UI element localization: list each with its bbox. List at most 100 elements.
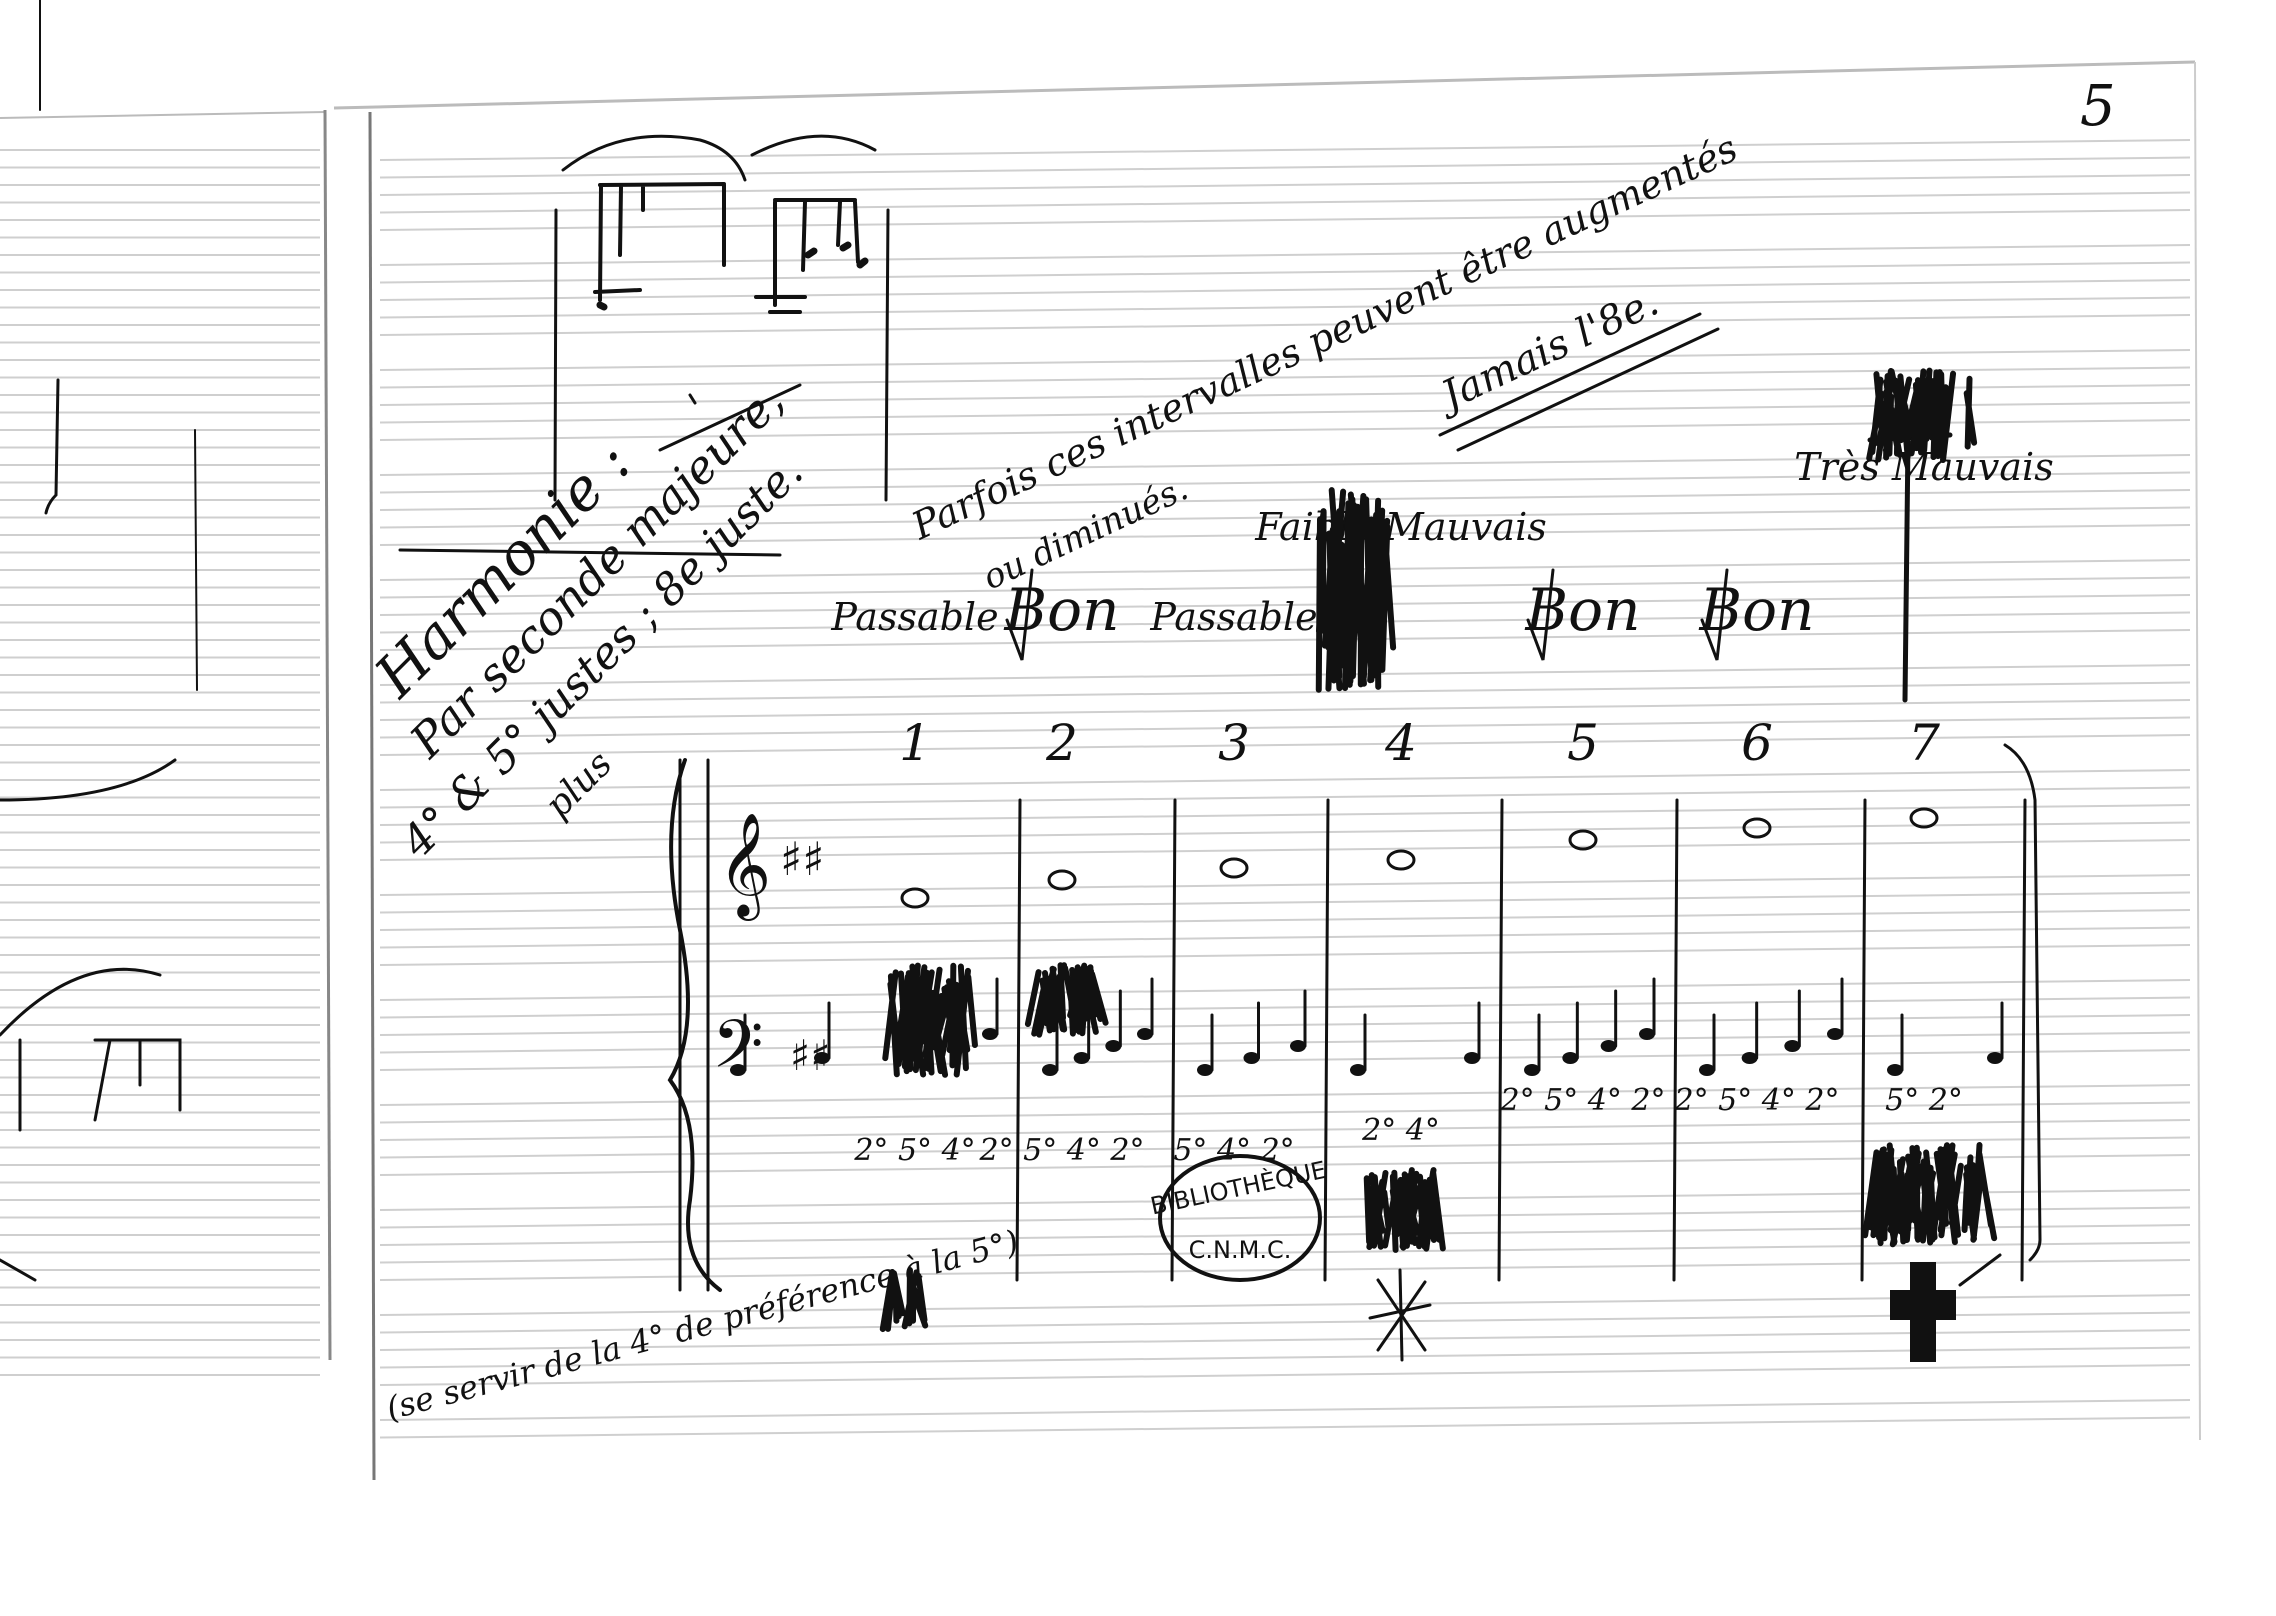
check-mark-icon [1005, 568, 1034, 661]
quarter-note [1784, 1040, 1801, 1052]
ruled-line [379, 734, 2191, 756]
stamp-bottom-text: C.N.M.C. [1189, 1236, 1292, 1264]
interval-label: 5° 2° [1885, 1083, 1963, 1118]
interval-label: 2° 5° 4° 2° [979, 1133, 1145, 1168]
ruled-line [379, 314, 2191, 336]
ink-scribble [882, 962, 978, 1078]
quarter-note [1350, 1064, 1366, 1076]
treble-key-signature: ♯♯ [780, 832, 825, 886]
page-edge [0, 111, 326, 119]
ruled-line [379, 191, 2191, 214]
ruled-line [379, 261, 2191, 284]
interval-label: 2° 5° 4° 2° [1500, 1083, 1666, 1118]
ruled-line [379, 1101, 2191, 1124]
ruled-line [379, 139, 2191, 161]
ruled-line [379, 681, 2191, 704]
ruled-line [379, 786, 2191, 809]
ruled-line [379, 1014, 2191, 1036]
ruled-line [379, 804, 2191, 826]
ruled-line [379, 909, 2191, 931]
rating-label: Passable [1149, 595, 1317, 639]
ruled-line [379, 664, 2191, 686]
barline [1672, 798, 1679, 1282]
ruled-staff-lines [379, 139, 2191, 1439]
ruled-line [379, 926, 2191, 949]
rating-label: Bon [1699, 576, 1815, 644]
whole-note [1047, 869, 1077, 891]
quarter-note [1243, 1052, 1260, 1064]
ruled-line [379, 1136, 2191, 1159]
left-ruled-lines [0, 149, 320, 1376]
ink-scribble [879, 1267, 929, 1333]
quarter-note [1042, 1064, 1058, 1076]
quarter-note [1741, 1052, 1758, 1064]
measure-number: 7 [1908, 714, 1940, 772]
page-right-edge [2194, 61, 2201, 1441]
closing-bracket [2003, 743, 2042, 1262]
rule-jamais-octave: Jamais l'8e. [1428, 279, 1665, 422]
ruled-line [379, 1329, 2191, 1351]
ruled-line [379, 1031, 2191, 1054]
whole-note [1742, 817, 1772, 839]
right-page: 5 Harmonie : Par seconde majeure, 4° & 5… [333, 60, 2201, 1481]
quarter-note [1699, 1064, 1715, 1076]
ruled-line [379, 839, 2191, 861]
asterisk-icon [1368, 1268, 1432, 1362]
ruled-line [379, 1294, 2191, 1316]
quarter-note [1073, 1052, 1090, 1064]
note-plus: plus [537, 743, 620, 826]
barline [2020, 798, 2027, 1282]
quarter-note [1524, 1064, 1540, 1076]
ink-scribble [1315, 487, 1397, 693]
page-number: 5 [2080, 74, 2116, 139]
measure-number: 1 [899, 714, 931, 772]
ruled-line [379, 506, 2191, 529]
ink-scribble [1866, 367, 1978, 463]
slur [750, 134, 877, 157]
measure-number: 3 [1218, 714, 1250, 772]
cross-icon [1890, 1253, 2002, 1362]
ruled-line [379, 296, 2191, 319]
barline [1323, 798, 1330, 1282]
crossed-out-scribble [879, 367, 1998, 1333]
quarter-note [1464, 1052, 1480, 1064]
quarter-note [1887, 1064, 1903, 1076]
measure-number: 6 [1741, 714, 1773, 772]
ruled-line [379, 979, 2191, 1001]
ruled-line [379, 471, 2191, 494]
ruled-line [379, 156, 2191, 179]
whole-note [900, 887, 930, 909]
left-fragment-slur [0, 758, 177, 802]
ruled-line [379, 629, 2191, 651]
ink-scribble [1363, 1167, 1446, 1253]
ruled-line [379, 576, 2191, 599]
barline [1497, 798, 1504, 1282]
whole-note [1386, 849, 1416, 871]
ruled-line [379, 821, 2191, 844]
system-brace [667, 758, 722, 1292]
slur [561, 134, 747, 182]
left-fragment-beamed-notes [18, 1038, 182, 1132]
left-fragment-mark [0, 1258, 37, 1282]
beamed-notes [593, 182, 726, 302]
measure-number: 5 [1567, 714, 1599, 772]
left-page-fragment [0, 0, 332, 1376]
page-left-rule [368, 111, 376, 1481]
ruled-line [379, 1049, 2191, 1071]
ruled-line [379, 244, 2191, 266]
rating-label: Bon [1004, 576, 1120, 644]
whole-note [1568, 829, 1598, 851]
barline [1860, 798, 1867, 1282]
interval-label: 2° 5° 4° [853, 1133, 975, 1168]
interval-label: 2° 4° [1361, 1113, 1440, 1148]
left-fragment-note [44, 378, 60, 515]
ruled-line [379, 489, 2191, 511]
check-mark-icon [1526, 568, 1555, 661]
scribbles [879, 367, 1998, 1333]
ruled-line [379, 891, 2191, 914]
